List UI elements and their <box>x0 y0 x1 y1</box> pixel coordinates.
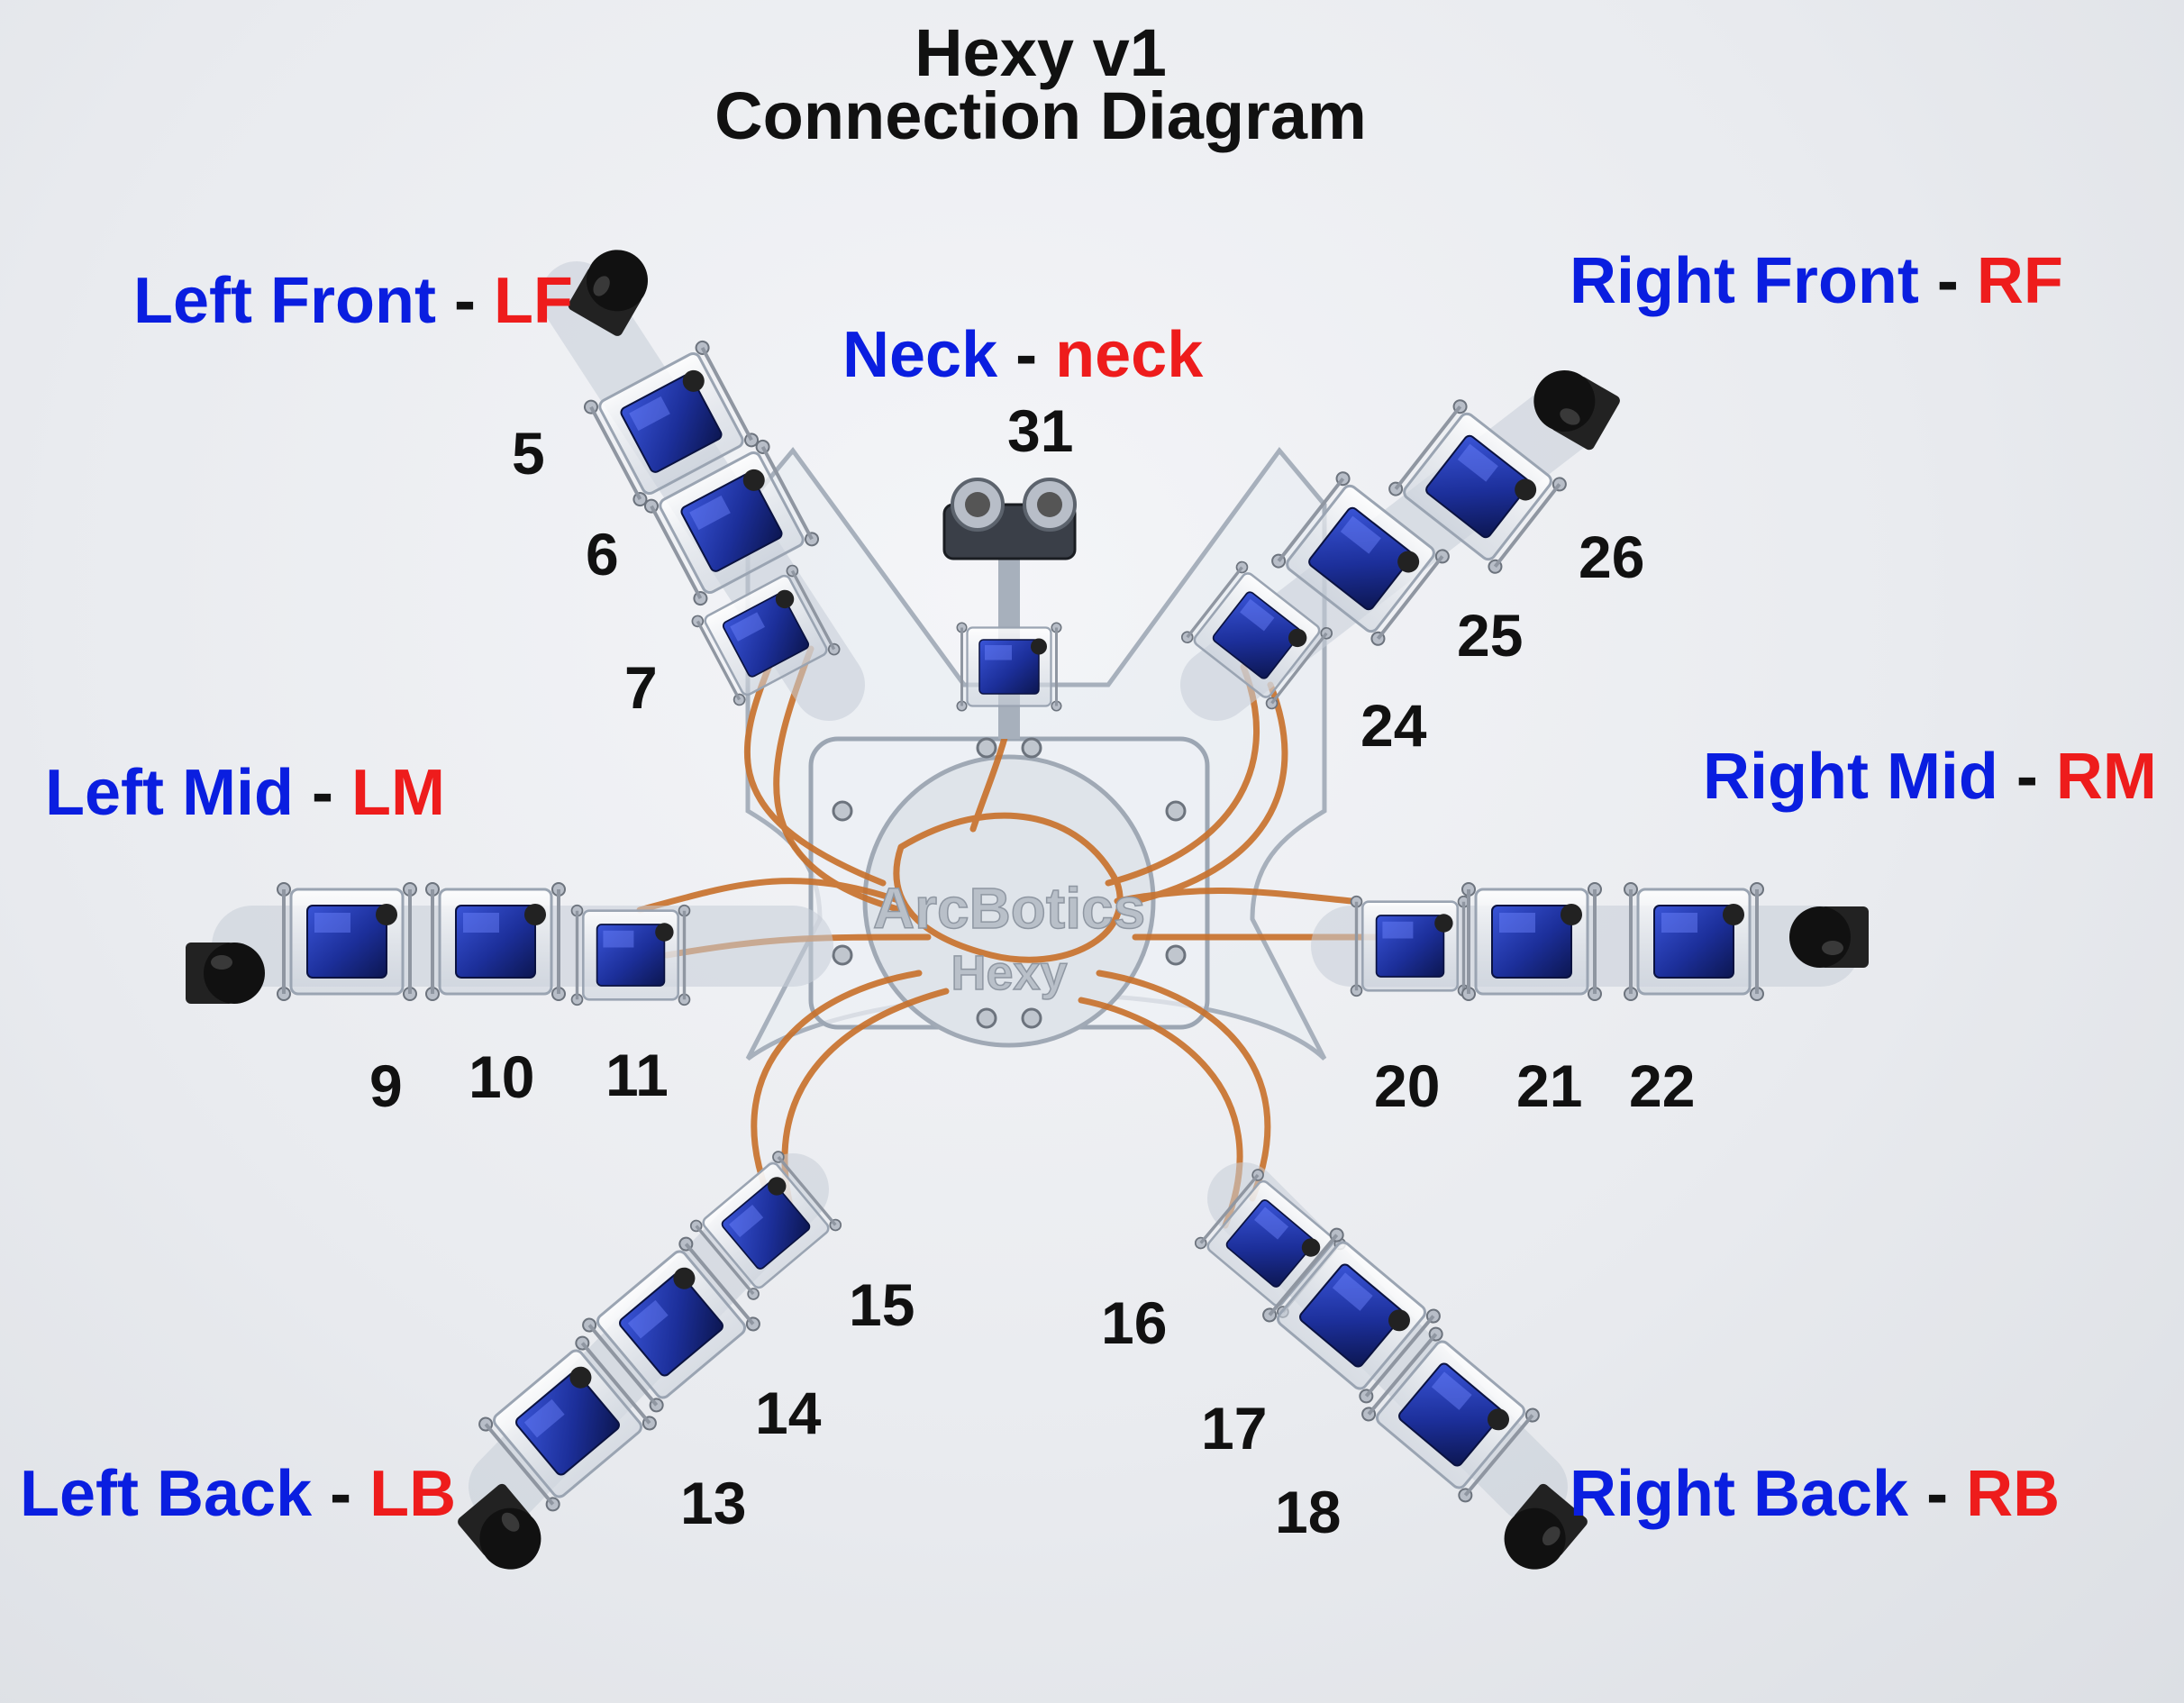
servo-number-neck-31: 31 <box>1007 397 1074 464</box>
servo-number-lb-14: 14 <box>755 1380 822 1446</box>
right-front-leg <box>1178 359 1623 721</box>
servo-number-rf-25: 25 <box>1457 602 1524 669</box>
servo-number-rm-21: 21 <box>1516 1052 1583 1119</box>
servo-number-lb-15: 15 <box>849 1271 915 1338</box>
left-front-leg <box>541 238 865 721</box>
servo-number-rb-18: 18 <box>1275 1479 1342 1545</box>
servo-number-lf-6: 6 <box>586 521 619 587</box>
servo-number-lm-9: 9 <box>369 1052 403 1119</box>
chassis-logo: ArcBotics Hexy <box>872 875 1146 1001</box>
label-left-front: Left Front - LF <box>133 265 573 337</box>
svg-text:Hexy: Hexy <box>951 946 1067 1000</box>
diagram-title-line1: Hexy v1 <box>915 15 1167 90</box>
servo-number-lf-7: 7 <box>624 654 658 721</box>
servo-number-rb-16: 16 <box>1101 1289 1168 1356</box>
servo-number-rm-20: 20 <box>1374 1052 1441 1119</box>
servo-number-lm-10: 10 <box>469 1043 535 1110</box>
left-back-leg <box>455 1147 845 1582</box>
neck-assembly <box>942 478 1077 739</box>
label-neck: Neck - neck <box>842 319 1204 391</box>
label-right-back: Right Back - RB <box>1570 1458 2061 1530</box>
right-mid-leg <box>1311 881 1869 1002</box>
servo-number-rf-26: 26 <box>1579 524 1645 590</box>
label-right-mid: Right Mid - RM <box>1703 741 2157 813</box>
label-right-front: Right Front - RF <box>1570 245 2063 317</box>
label-left-back: Left Back - LB <box>20 1458 457 1530</box>
servo-number-lm-11: 11 <box>605 1042 669 1108</box>
servo-number-rf-24: 24 <box>1360 692 1427 759</box>
servo-number-rb-17: 17 <box>1201 1395 1268 1462</box>
svg-text:ArcBotics: ArcBotics <box>873 876 1145 941</box>
servo-number-rm-22: 22 <box>1629 1052 1696 1119</box>
servo-number-lb-13: 13 <box>680 1470 747 1536</box>
left-mid-leg <box>186 881 833 1006</box>
label-left-mid: Left Mid - LM <box>45 757 445 829</box>
right-back-leg <box>1191 1162 1590 1582</box>
diagram-title-line2: Connection Diagram <box>714 78 1367 153</box>
servo-number-lf-5: 5 <box>512 420 545 487</box>
